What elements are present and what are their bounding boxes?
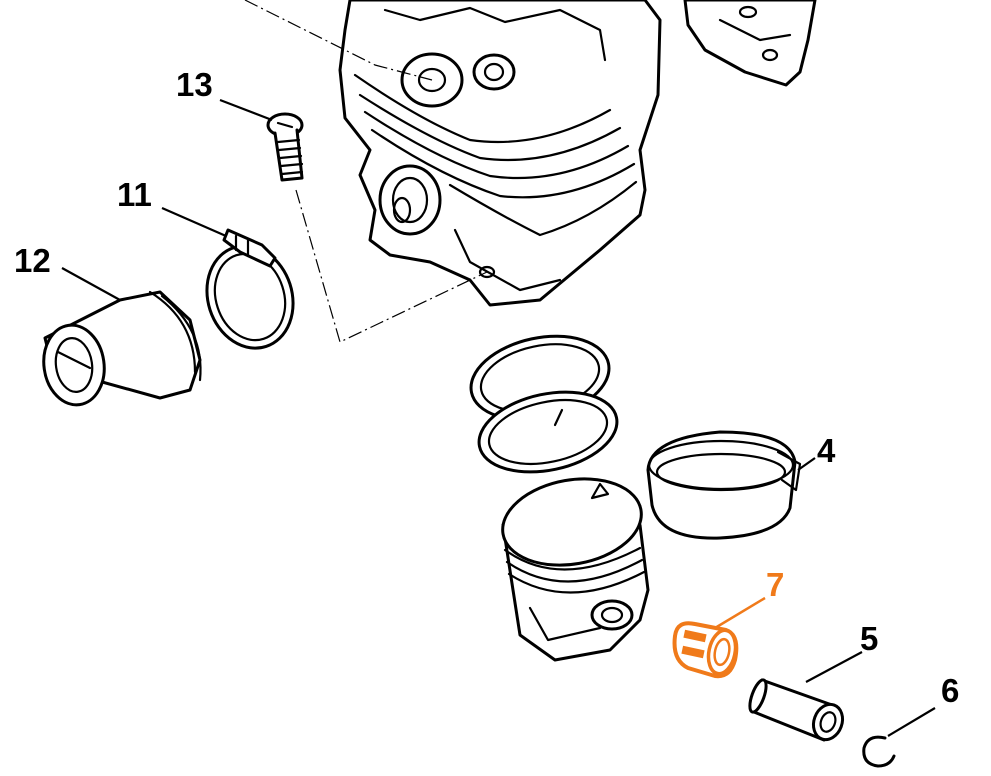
callout-11: 11 xyxy=(117,176,152,213)
part-4-ring-band[interactable] xyxy=(646,430,802,540)
part-12-intake-manifold[interactable] xyxy=(39,290,202,409)
gasket[interactable] xyxy=(683,0,817,87)
part-7-needle-cage[interactable] xyxy=(672,621,740,679)
part-11-hose-clamp[interactable] xyxy=(194,228,306,359)
part-6-circlip[interactable] xyxy=(862,735,896,768)
part-13-screw[interactable] xyxy=(266,112,304,182)
piston-rings[interactable] xyxy=(463,324,624,483)
callout-6: 6 xyxy=(941,672,959,709)
part-5-piston-pin[interactable] xyxy=(747,678,848,744)
callout-7: 7 xyxy=(766,566,784,603)
piston[interactable] xyxy=(496,468,650,662)
leader-lines xyxy=(61,98,936,737)
callout-13: 13 xyxy=(176,66,213,103)
callout-12: 12 xyxy=(14,242,51,279)
assembly-lines xyxy=(244,0,488,343)
callout-5: 5 xyxy=(860,620,878,657)
callout-4: 4 xyxy=(817,432,836,469)
cylinder[interactable] xyxy=(338,0,662,307)
